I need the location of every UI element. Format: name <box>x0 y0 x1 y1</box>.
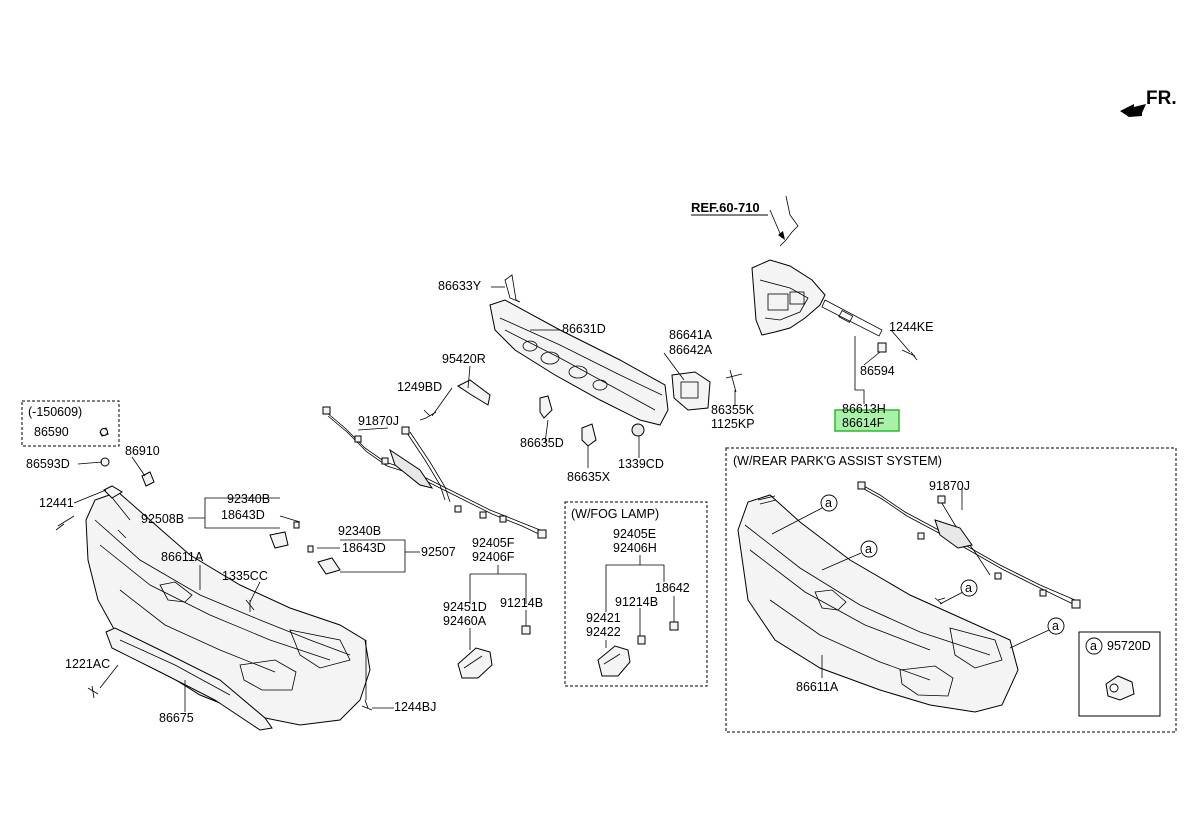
part-92406H[interactable]: 92406H <box>613 541 657 555</box>
callout-a-label: a <box>865 542 872 556</box>
part-86642A[interactable]: 86642A <box>669 343 713 357</box>
callout-a-label: a <box>1090 639 1097 653</box>
part-92406F[interactable]: 92406F <box>472 550 515 564</box>
part-18643D[interactable]: 18643D <box>221 508 265 522</box>
rear-bracket-assembly <box>751 259 918 361</box>
leader-lines <box>73 286 911 712</box>
part-86633Y[interactable]: 86633Y <box>438 279 482 293</box>
fog-lamp-box-title: (W/FOG LAMP) <box>571 507 659 521</box>
part-91214B-2[interactable]: 91214B <box>615 595 658 609</box>
part-86675[interactable]: 86675 <box>159 711 194 725</box>
part-86593D[interactable]: 86593D <box>26 457 70 471</box>
part-92340B[interactable]: 92340B <box>227 492 270 506</box>
part-86635D[interactable]: 86635D <box>520 436 564 450</box>
bumper-lower-bracket <box>105 627 273 731</box>
part-95720D[interactable]: 95720D <box>1107 639 1151 653</box>
part-86631D[interactable]: 86631D <box>562 322 606 336</box>
part-91870J[interactable]: 91870J <box>358 414 399 428</box>
park-assist-box-title: (W/REAR PARK'G ASSIST SYSTEM) <box>733 454 942 468</box>
part-92460A[interactable]: 92460A <box>443 614 487 628</box>
part-95420R[interactable]: 95420R <box>442 352 486 366</box>
part-1249BD[interactable]: 1249BD <box>397 380 442 394</box>
part-12441[interactable]: 12441 <box>39 496 74 510</box>
part-92340B-2[interactable]: 92340B <box>338 524 381 538</box>
part-1244KE[interactable]: 1244KE <box>889 320 933 334</box>
part-labels[interactable]: 86633Y 86631D 95420R 1249BD 91870J 86641… <box>26 279 1151 725</box>
park-assist-section: (W/REAR PARK'G ASSIST SYSTEM) a <box>725 447 1177 733</box>
part-92405F[interactable]: 92405F <box>472 536 515 550</box>
front-direction-indicator: FR. <box>1120 88 1177 117</box>
part-86613H[interactable]: 86613H <box>842 402 886 416</box>
callout-a-3[interactable]: a <box>960 579 978 597</box>
part-1221AC[interactable]: 1221AC <box>65 657 110 671</box>
callout-a-2[interactable]: a <box>860 540 878 558</box>
wiring-harness-main <box>322 406 547 539</box>
part-18642[interactable]: 18642 <box>655 581 690 595</box>
fog-lamp-section: (W/FOG LAMP) <box>564 501 708 687</box>
rear-bumper-beam <box>489 274 669 426</box>
callout-a-legend: a <box>1085 637 1103 655</box>
part-86355K[interactable]: 86355K <box>711 403 755 417</box>
part-18643D-2[interactable]: 18643D <box>342 541 386 555</box>
part-92422[interactable]: 92422 <box>586 625 621 639</box>
date-range-section: (-150609) <box>21 400 120 447</box>
part-86590[interactable]: 86590 <box>34 425 69 439</box>
part-1335CC[interactable]: 1335CC <box>222 569 268 583</box>
highlight-86614F <box>834 409 900 432</box>
part-92405E[interactable]: 92405E <box>613 527 656 541</box>
part-1125KP[interactable]: 1125KP <box>711 417 755 431</box>
date-range-label: (-150609) <box>28 405 82 419</box>
part-86641A[interactable]: 86641A <box>669 328 713 342</box>
callout-a-label: a <box>825 496 832 510</box>
front-arrow-icon <box>1120 104 1146 117</box>
part-91214B[interactable]: 91214B <box>500 596 543 610</box>
part-86611A[interactable]: 86611A <box>161 550 204 564</box>
reference-label[interactable]: REF.60-710 <box>691 200 760 215</box>
fog-lamp-left <box>457 625 531 679</box>
callout-a-label: a <box>1052 619 1059 633</box>
beam-brackets <box>419 369 743 447</box>
part-92421[interactable]: 92421 <box>586 611 621 625</box>
parking-sensor-icon <box>1105 675 1135 701</box>
callout-a-label: a <box>965 581 972 595</box>
part-86594[interactable]: 86594 <box>860 364 895 378</box>
part-86635X[interactable]: 86635X <box>567 470 611 484</box>
part-86614F[interactable]: 86614F <box>842 416 885 430</box>
part-1339CD[interactable]: 1339CD <box>618 457 664 471</box>
part-92451D[interactable]: 92451D <box>443 600 487 614</box>
part-92508B[interactable]: 92508B <box>141 512 184 526</box>
sensor-legend-box <box>1078 631 1161 717</box>
part-86910[interactable]: 86910 <box>125 444 160 458</box>
part-92507[interactable]: 92507 <box>421 545 456 559</box>
reference-callout[interactable]: REF.60-710 <box>691 200 785 240</box>
part-1244BJ[interactable]: 1244BJ <box>394 700 436 714</box>
front-label: FR. <box>1146 88 1177 109</box>
part-86611A-2[interactable]: 86611A <box>796 680 839 694</box>
callout-a-1[interactable]: a <box>820 494 838 512</box>
callout-a-4[interactable]: a <box>1047 617 1065 635</box>
part-91870J-2[interactable]: 91870J <box>929 479 970 493</box>
